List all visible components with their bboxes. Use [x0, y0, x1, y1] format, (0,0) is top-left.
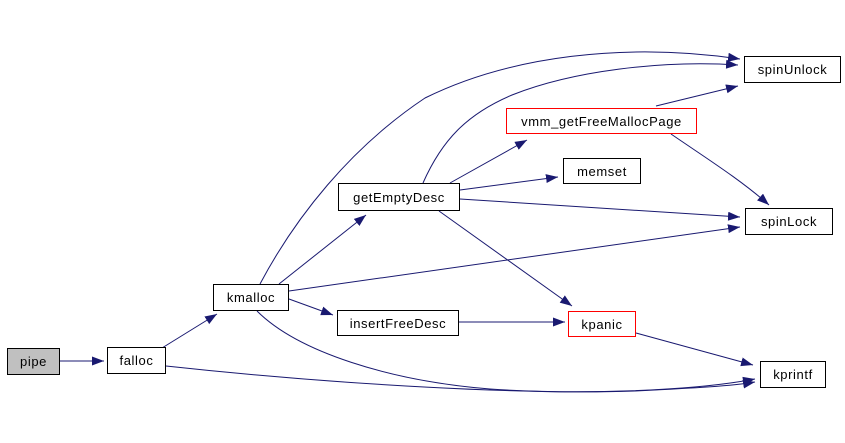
edge-kmalloc-kprintf	[256, 310, 756, 393]
node-insertfreedesc[interactable]: insertFreeDesc	[337, 310, 459, 336]
edge-vmmgetfreemallocpage-spinlock	[670, 133, 770, 206]
node-memset[interactable]: memset	[563, 158, 641, 184]
node-getemptydesc[interactable]: getEmptyDesc	[338, 183, 460, 211]
node-kprintf[interactable]: kprintf	[760, 361, 826, 388]
node-falloc[interactable]: falloc	[107, 347, 166, 374]
edge-getemptydesc-spinunlock	[422, 59, 739, 184]
edge-falloc-kprintf	[165, 365, 756, 393]
node-kpanic[interactable]: kpanic	[568, 311, 636, 337]
node-kmalloc[interactable]: kmalloc	[213, 284, 289, 311]
node-vmm-getfreemallocpage[interactable]: vmm_getFreeMallocPage	[506, 108, 697, 134]
edge-getemptydesc-vmmgetfreemallocpage	[449, 139, 528, 184]
edge-getemptydesc-spinlock	[459, 198, 741, 221]
edge-getemptydesc-memset	[459, 174, 559, 191]
node-spinunlock[interactable]: spinUnlock	[744, 56, 841, 83]
edge-getemptydesc-kpanic	[438, 210, 573, 307]
edge-kmalloc-insertfreedesc	[288, 298, 334, 316]
node-pipe: pipe	[7, 348, 60, 375]
edge-kpanic-kprintf	[635, 332, 754, 367]
edge-falloc-kmalloc	[161, 313, 218, 349]
edge-vmmgetfreemallocpage-spinunlock	[655, 84, 739, 107]
edge-kmalloc-spinlock	[288, 224, 741, 292]
edge-kmalloc-getemptydesc	[278, 214, 367, 285]
edge-kmalloc-spinunlock	[259, 51, 741, 285]
node-spinlock[interactable]: spinLock	[745, 208, 833, 235]
